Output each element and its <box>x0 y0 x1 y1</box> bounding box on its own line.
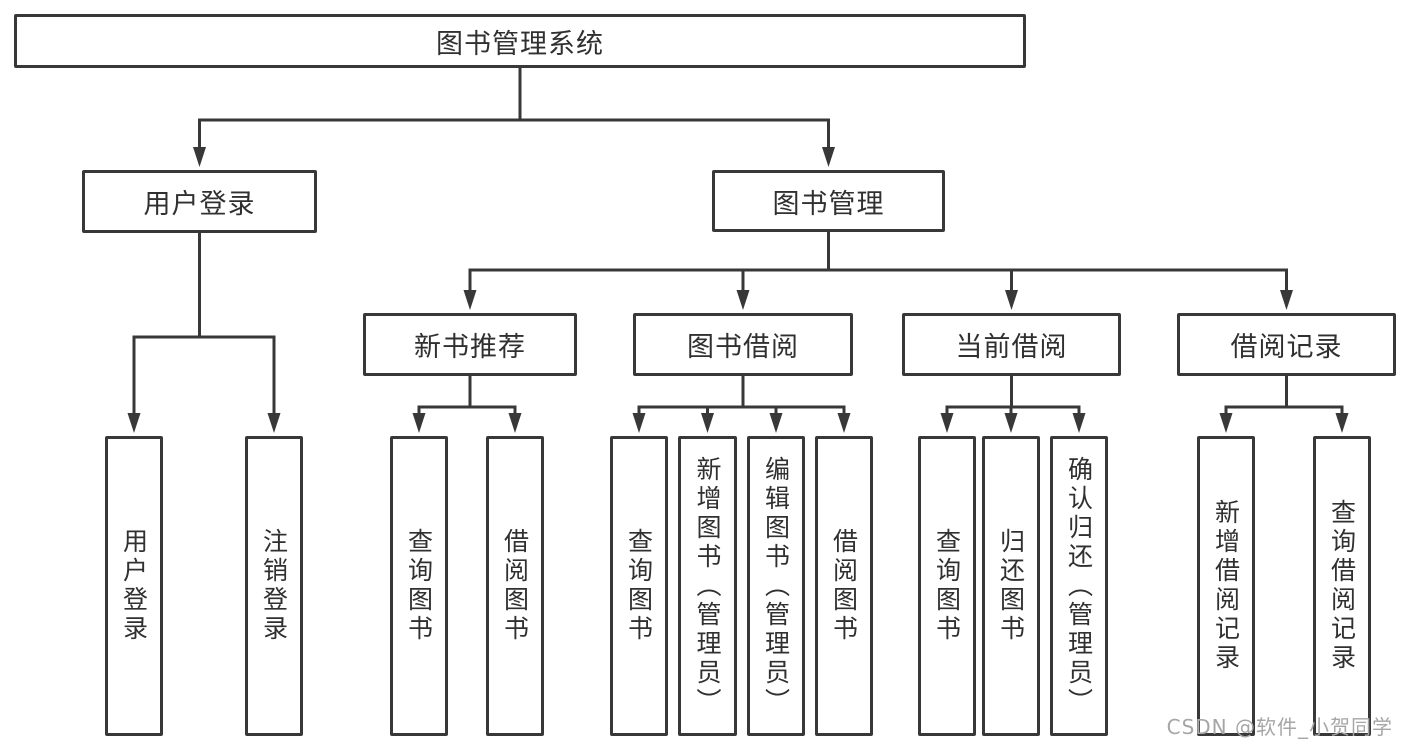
arrowhead <box>1004 413 1018 433</box>
node-root: 图书管理系统 <box>14 14 1026 68</box>
arrowhead <box>1072 413 1086 433</box>
connector-book-mgmt <box>463 230 1293 310</box>
arrowhead <box>127 413 141 433</box>
arrowhead <box>736 290 750 310</box>
node-v-add-book: 新增图书（管理员） <box>678 436 737 736</box>
node-book-mgmt: 图书管理 <box>712 170 945 232</box>
arrowhead <box>1219 413 1233 433</box>
node-v-borrow-book-2: 借阅图书 <box>815 436 873 736</box>
node-v-borrow-book-1: 借阅图书 <box>486 436 544 736</box>
node-user-login: 用户登录 <box>82 170 317 233</box>
arrowhead <box>1335 413 1349 433</box>
node-v-confirm-return: 确认归还（管理员） <box>1050 436 1108 736</box>
watermark: CSDN @软件_小贺同学 <box>1166 715 1393 739</box>
connector-user-login <box>127 231 281 433</box>
arrowhead <box>1005 290 1018 310</box>
arrowhead <box>837 413 851 433</box>
connector-book-borrow <box>632 374 851 433</box>
node-v-return-book: 归还图书 <box>982 436 1040 736</box>
node-current-borrow: 当前借阅 <box>902 313 1121 376</box>
node-v-edit-book: 编辑图书（管理员） <box>747 436 805 736</box>
node-v-query-book-1: 查询图书 <box>390 436 448 736</box>
node-v-query-borrow-rec: 查询借阅记录 <box>1313 436 1371 736</box>
arrowhead <box>822 147 835 167</box>
arrowhead <box>769 413 783 433</box>
node-v-query-book-3: 查询图书 <box>918 436 976 736</box>
connector-borrow-records <box>1219 374 1349 433</box>
node-v-query-book-2: 查询图书 <box>610 436 668 736</box>
node-new-book-rec: 新书推荐 <box>363 313 577 376</box>
node-book-borrow: 图书借阅 <box>633 313 853 376</box>
connector-new-book-rec <box>412 374 522 433</box>
arrowhead <box>267 413 281 433</box>
connector-current-borrow <box>940 374 1086 433</box>
connector-root <box>193 66 835 167</box>
node-v-logout: 注销登录 <box>245 436 303 736</box>
arrowhead <box>412 413 426 433</box>
arrowhead <box>508 413 522 433</box>
arrowhead <box>193 147 206 167</box>
arrowhead <box>1280 290 1293 310</box>
node-borrow-records: 借阅记录 <box>1177 313 1396 376</box>
node-v-add-borrow-rec: 新增借阅记录 <box>1197 436 1255 736</box>
arrowhead <box>701 413 714 433</box>
arrowhead <box>940 413 954 433</box>
arrowhead <box>632 413 646 433</box>
arrowhead <box>463 290 477 310</box>
node-v-user-login: 用户登录 <box>105 436 163 736</box>
